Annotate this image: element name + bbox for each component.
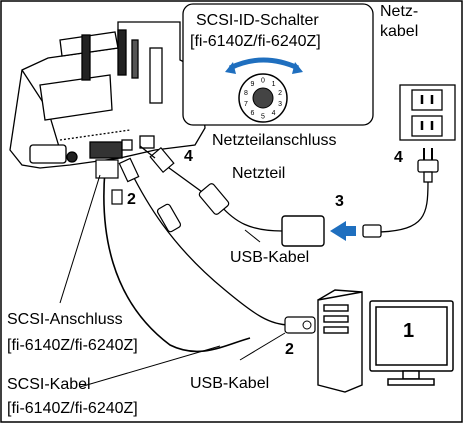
dial-digit: 4 (272, 110, 276, 117)
pc-drive-2 (323, 315, 349, 323)
step-number-adapter: 3 (335, 193, 344, 210)
plug-head (417, 159, 439, 173)
step-number-monitor: 1 (403, 320, 415, 342)
dc-cable-ferrite (198, 183, 230, 215)
scanner-usb-port (121, 139, 133, 151)
scanner (9, 21, 206, 169)
scsi-ferrite (111, 189, 123, 205)
step-number-scsi: 2 (127, 191, 136, 208)
step-number-scanner-power: 4 (184, 148, 193, 165)
rotate-arrow (228, 57, 300, 71)
scanner-rear-cover (149, 47, 163, 104)
outlet-socket-upper (411, 89, 443, 111)
outlet-socket-lower (411, 115, 443, 137)
monitor-stand (387, 378, 435, 386)
step-number-plug: 4 (394, 149, 403, 166)
rotate-arrow-left-head (225, 62, 236, 74)
usb-upper-leader (244, 229, 261, 243)
pc-drive-1 (323, 304, 349, 312)
plug-direction-arrow (330, 221, 346, 241)
dial-digit: 1 (272, 81, 276, 88)
power-cord-connector (362, 224, 382, 238)
scsi-switch-box (182, 3, 374, 126)
plug-neck (423, 171, 433, 183)
netzteilanschluss-label: Netzteilanschluss (212, 132, 337, 149)
scsi-kabel-label: SCSI-Kabel (7, 376, 91, 393)
scanner-power-switch-area (29, 144, 67, 164)
scanner-rear-slot-1 (81, 34, 91, 81)
scsi-plug (95, 159, 119, 179)
scanner-scsi-port (89, 141, 123, 159)
scsi-dial-knob (252, 87, 274, 109)
monitor (369, 300, 454, 386)
ac-adapter (281, 215, 325, 247)
dial-digit: 5 (261, 114, 265, 121)
dc-callout-line (139, 145, 156, 159)
usb-symbol-icon (302, 320, 312, 330)
scanner-rear-slot-3 (131, 39, 139, 79)
monitor-neck (402, 370, 420, 380)
scsi-anschluss-model: [fi-6140Z/fi-6240Z] (7, 337, 138, 354)
dial-digit: 7 (244, 101, 248, 108)
dial-digit: 6 (250, 110, 254, 117)
power-cord (379, 181, 429, 233)
dial-digit: 8 (244, 90, 248, 97)
dial-digit: 3 (278, 101, 282, 108)
scsi-kabel-model: [fi-6140Z/fi-6240Z] (7, 400, 138, 417)
usb-ferrite (156, 203, 182, 233)
netzkabel-label-line1: Netz- (380, 3, 419, 20)
pc-top-edge (317, 289, 363, 301)
usb-lower-leader (239, 332, 286, 361)
scanner-rear-slot-2 (117, 29, 127, 76)
scsi-switch-model: [fi-6140Z/fi-6240Z] (190, 33, 321, 50)
dc-plug (149, 146, 175, 174)
scsi-kabel-leader (79, 345, 221, 388)
netzkabel-label-line2: kabel (380, 23, 419, 40)
wall-outlet (399, 84, 456, 141)
pc-tower (317, 289, 363, 393)
plug-direction-arrow-tail (344, 226, 356, 236)
usb-cable (129, 169, 291, 326)
dial-digit: 2 (278, 90, 282, 97)
usb-kabel-upper-label: USB-Kabel (230, 249, 310, 266)
scsi-switch-title: SCSI-ID-Schalter (196, 12, 319, 29)
scsi-anschluss-label: SCSI-Anschluss (7, 311, 123, 328)
dial-digit: 9 (250, 81, 254, 88)
dial-digit: 0 (261, 78, 265, 85)
scsi-anschluss-leader (59, 174, 101, 304)
pc-drive-3 (323, 326, 349, 334)
scanner-power-button (66, 151, 78, 163)
power-plug (417, 148, 439, 183)
usb-kabel-lower-label: USB-Kabel (190, 375, 270, 392)
netzteil-label: Netzteil (232, 165, 286, 182)
step-number-pc: 2 (285, 341, 294, 358)
monitor-screen (375, 306, 448, 366)
scsi-cable (103, 169, 251, 353)
usb-plug-scanner (118, 157, 140, 183)
rotate-arrow-right-head (292, 62, 303, 74)
scanner-power-port (139, 135, 155, 149)
